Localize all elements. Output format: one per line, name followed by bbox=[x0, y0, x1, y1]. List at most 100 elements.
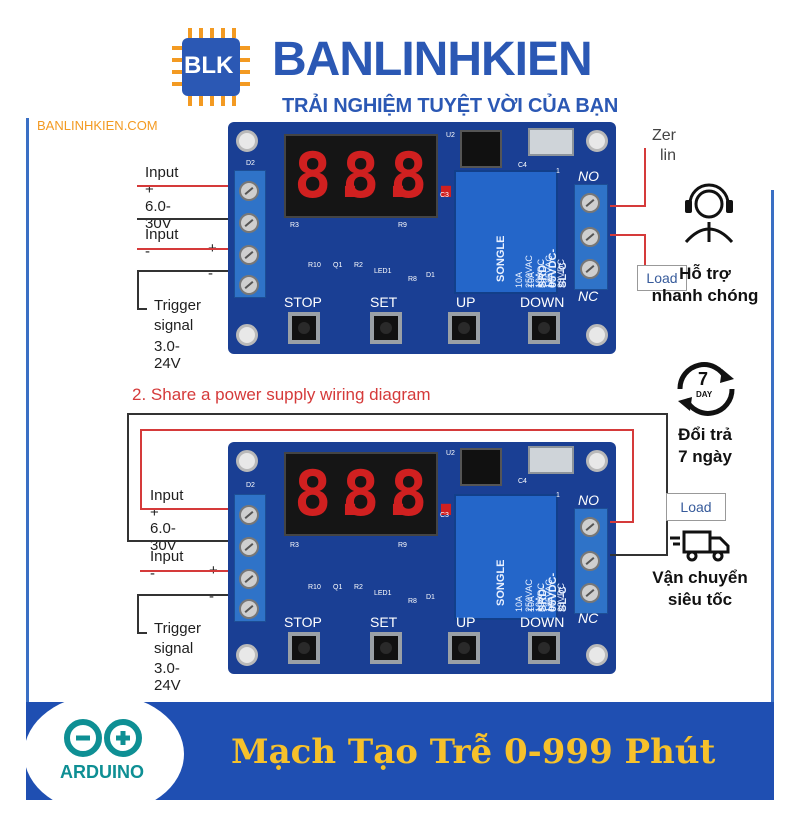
silk-r8: R8 bbox=[408, 276, 417, 283]
terminal-screw bbox=[239, 245, 259, 265]
stop-button bbox=[288, 312, 320, 344]
silk-c4: C4 bbox=[518, 162, 527, 169]
wire-trigger-h2 bbox=[137, 632, 147, 634]
load-box-1: Load bbox=[637, 265, 687, 291]
mount-hole bbox=[236, 324, 258, 346]
terminal-screw bbox=[580, 193, 600, 213]
silk-r3: R3 bbox=[290, 542, 299, 549]
terminal-screw bbox=[580, 259, 600, 279]
feature-support-line1: Hỗ trợ bbox=[679, 264, 731, 283]
wire-com-out bbox=[610, 234, 646, 236]
stop-button bbox=[288, 632, 320, 664]
terminal-screw bbox=[580, 227, 600, 247]
feature-support: Hỗ trợ nhanh chóng bbox=[630, 178, 790, 314]
silk-led1: LED1 bbox=[374, 590, 392, 597]
wire-voltage bbox=[127, 540, 237, 542]
silk-c3: C3 bbox=[440, 192, 449, 199]
wire-com-vertical bbox=[666, 518, 668, 556]
silk-r8: R8 bbox=[408, 598, 417, 605]
left-frame-strip bbox=[26, 118, 29, 702]
output-terminal-block bbox=[574, 508, 608, 614]
terminal-screw bbox=[580, 583, 600, 603]
arduino-logo-icon bbox=[64, 719, 142, 757]
chip-logo-icon bbox=[172, 28, 250, 106]
seven-segment-display: 8. 8. 8. bbox=[284, 452, 465, 536]
trigger-label-2: signal bbox=[154, 640, 194, 657]
arduino-badge bbox=[24, 694, 184, 814]
right-cut-text-2: lin bbox=[660, 147, 677, 164]
relay: SONGLE 10A 250VAC 10A 125VAC 10A 30VDC 1… bbox=[454, 494, 569, 620]
wire-trigger-v bbox=[137, 270, 139, 310]
terminal-screw bbox=[580, 517, 600, 537]
silk-r2: R2 bbox=[354, 584, 363, 591]
button-label-down: DOWN bbox=[520, 294, 565, 310]
nc-label: NC bbox=[578, 610, 599, 626]
silk-d1: D1 bbox=[426, 272, 435, 279]
input-terminal-block bbox=[234, 170, 266, 298]
input-minus-label: Input - bbox=[150, 548, 184, 582]
minus-label: - bbox=[209, 588, 214, 605]
load-box-2: Load bbox=[666, 493, 726, 521]
input-terminal-block bbox=[234, 494, 266, 622]
mount-hole bbox=[236, 450, 258, 472]
wire-input-plus bbox=[140, 508, 237, 510]
shared-wire-left bbox=[127, 413, 129, 541]
terminal-screw bbox=[239, 537, 259, 557]
silk-r10: R10 bbox=[308, 262, 321, 269]
brand-site: BANLINHKIEN.COM bbox=[37, 118, 158, 133]
diagram-2-title: 2. Share a power supply wiring diagram bbox=[132, 385, 431, 404]
silk-q1: Q1 bbox=[333, 584, 343, 591]
silk-c3: C3 bbox=[440, 512, 449, 519]
silk-d2: D2 bbox=[246, 160, 255, 167]
set-button bbox=[370, 632, 402, 664]
micro-usb-port bbox=[528, 128, 574, 156]
relay-brand: SONGLE bbox=[495, 559, 507, 606]
input-plus-label: Input + bbox=[150, 487, 184, 521]
shared-red-left bbox=[140, 429, 142, 509]
arduino-logo-text: ARDUINO bbox=[60, 762, 144, 782]
mount-hole bbox=[236, 130, 258, 152]
brand-name: BANLINHKIEN bbox=[272, 33, 593, 86]
terminal-screw bbox=[580, 551, 600, 571]
button-label-up: UP bbox=[456, 294, 476, 310]
silk-q1: Q1 bbox=[333, 262, 343, 269]
button-label-set: SET bbox=[370, 294, 398, 310]
down-button bbox=[528, 632, 560, 664]
mount-hole bbox=[586, 130, 608, 152]
terminal-screw bbox=[239, 275, 259, 295]
wire-trigger-h2 bbox=[137, 308, 147, 310]
return-icon-day: DAY bbox=[696, 390, 713, 399]
shared-red-right bbox=[632, 429, 634, 522]
wire-voltage bbox=[137, 218, 237, 220]
relay-model: SRD-05VDC-SL-C bbox=[537, 248, 569, 288]
no-label: NO bbox=[578, 492, 599, 508]
wire-input-minus bbox=[140, 570, 237, 572]
silk-led1: LED1 bbox=[374, 268, 392, 275]
down-button bbox=[528, 312, 560, 344]
terminal-screw bbox=[239, 181, 259, 201]
micro-usb-port bbox=[528, 446, 574, 474]
display-digit: 8. bbox=[390, 139, 465, 212]
wire-no-out bbox=[610, 521, 634, 523]
display-digit: 8. bbox=[342, 139, 417, 212]
relay-brand: SONGLE bbox=[495, 235, 507, 282]
silk-1: 1 bbox=[556, 168, 560, 175]
terminal-screw bbox=[239, 599, 259, 619]
feature-return: 7 DAY Đổi trả 7 ngày bbox=[630, 355, 780, 475]
trigger-label-1: Trigger bbox=[154, 620, 201, 637]
fast-delivery-truck-icon bbox=[670, 530, 730, 562]
wire-input-minus bbox=[137, 248, 237, 250]
right-cut-text-1: Zer bbox=[652, 127, 676, 144]
mount-hole bbox=[586, 644, 608, 666]
display-digit: 8. bbox=[294, 457, 369, 530]
silk-r9: R9 bbox=[398, 542, 407, 549]
feature-shipping: Vận chuyển siêu tốc bbox=[620, 522, 780, 618]
silk-r9: R9 bbox=[398, 222, 407, 229]
mount-hole bbox=[236, 644, 258, 666]
right-frame-strip bbox=[771, 190, 774, 702]
feature-return-line1: Đổi trả bbox=[678, 425, 732, 444]
wire-no-out bbox=[610, 205, 646, 207]
silk-r10: R10 bbox=[308, 584, 321, 591]
button-label-stop: STOP bbox=[284, 614, 322, 630]
shared-wire-top bbox=[127, 413, 667, 415]
